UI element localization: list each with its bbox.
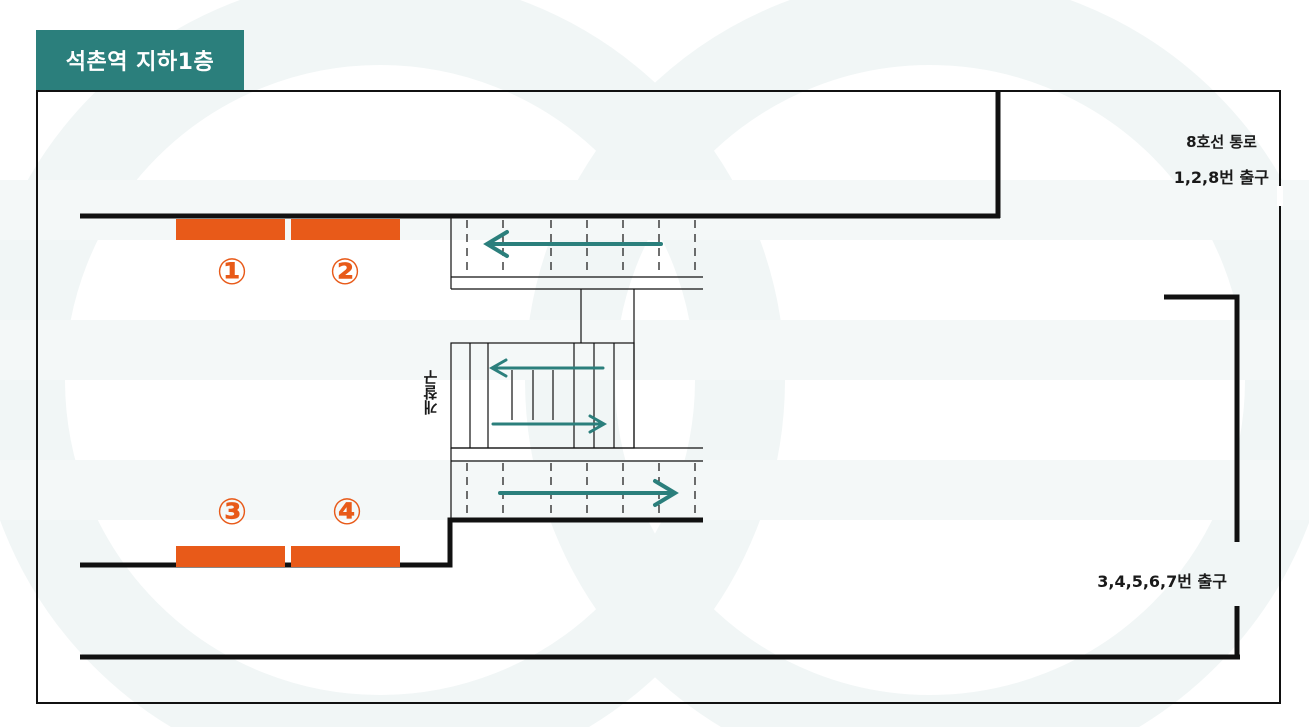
- platform-number-2: ②: [329, 252, 361, 293]
- platform-number-3: ③: [216, 492, 248, 533]
- arrow-right-middle: [491, 414, 608, 434]
- platform-bar-2: [291, 219, 400, 240]
- ticket-gate-label: 개찰구: [422, 370, 440, 415]
- map-frame: [36, 90, 1281, 704]
- platform-number-1: ①: [216, 252, 248, 293]
- arrow-left-top: [483, 230, 663, 258]
- exit-1-2-8-label: 1,2,8번 출구: [1173, 168, 1269, 187]
- arrow-right-bottom: [498, 479, 679, 507]
- platform-bar-4: [291, 546, 400, 567]
- arrow-left-middle: [488, 358, 605, 378]
- station-floor-title: 석촌역 지하1층: [36, 30, 244, 90]
- platform-bar-3: [176, 546, 285, 567]
- ticket-gate-bottom: [450, 447, 703, 520]
- right-exit-wall-upper: [1164, 294, 1240, 542]
- platform-number-4: ④: [331, 492, 363, 533]
- exit-3-7-label: 3,4,5,6,7번 출구: [1097, 572, 1227, 591]
- ticket-gate-top: [450, 218, 703, 290]
- ticket-gate-middle: [450, 342, 635, 449]
- platform-bar-1: [176, 219, 285, 240]
- exit-line8-passage-label: 8호선 통로: [1186, 133, 1257, 151]
